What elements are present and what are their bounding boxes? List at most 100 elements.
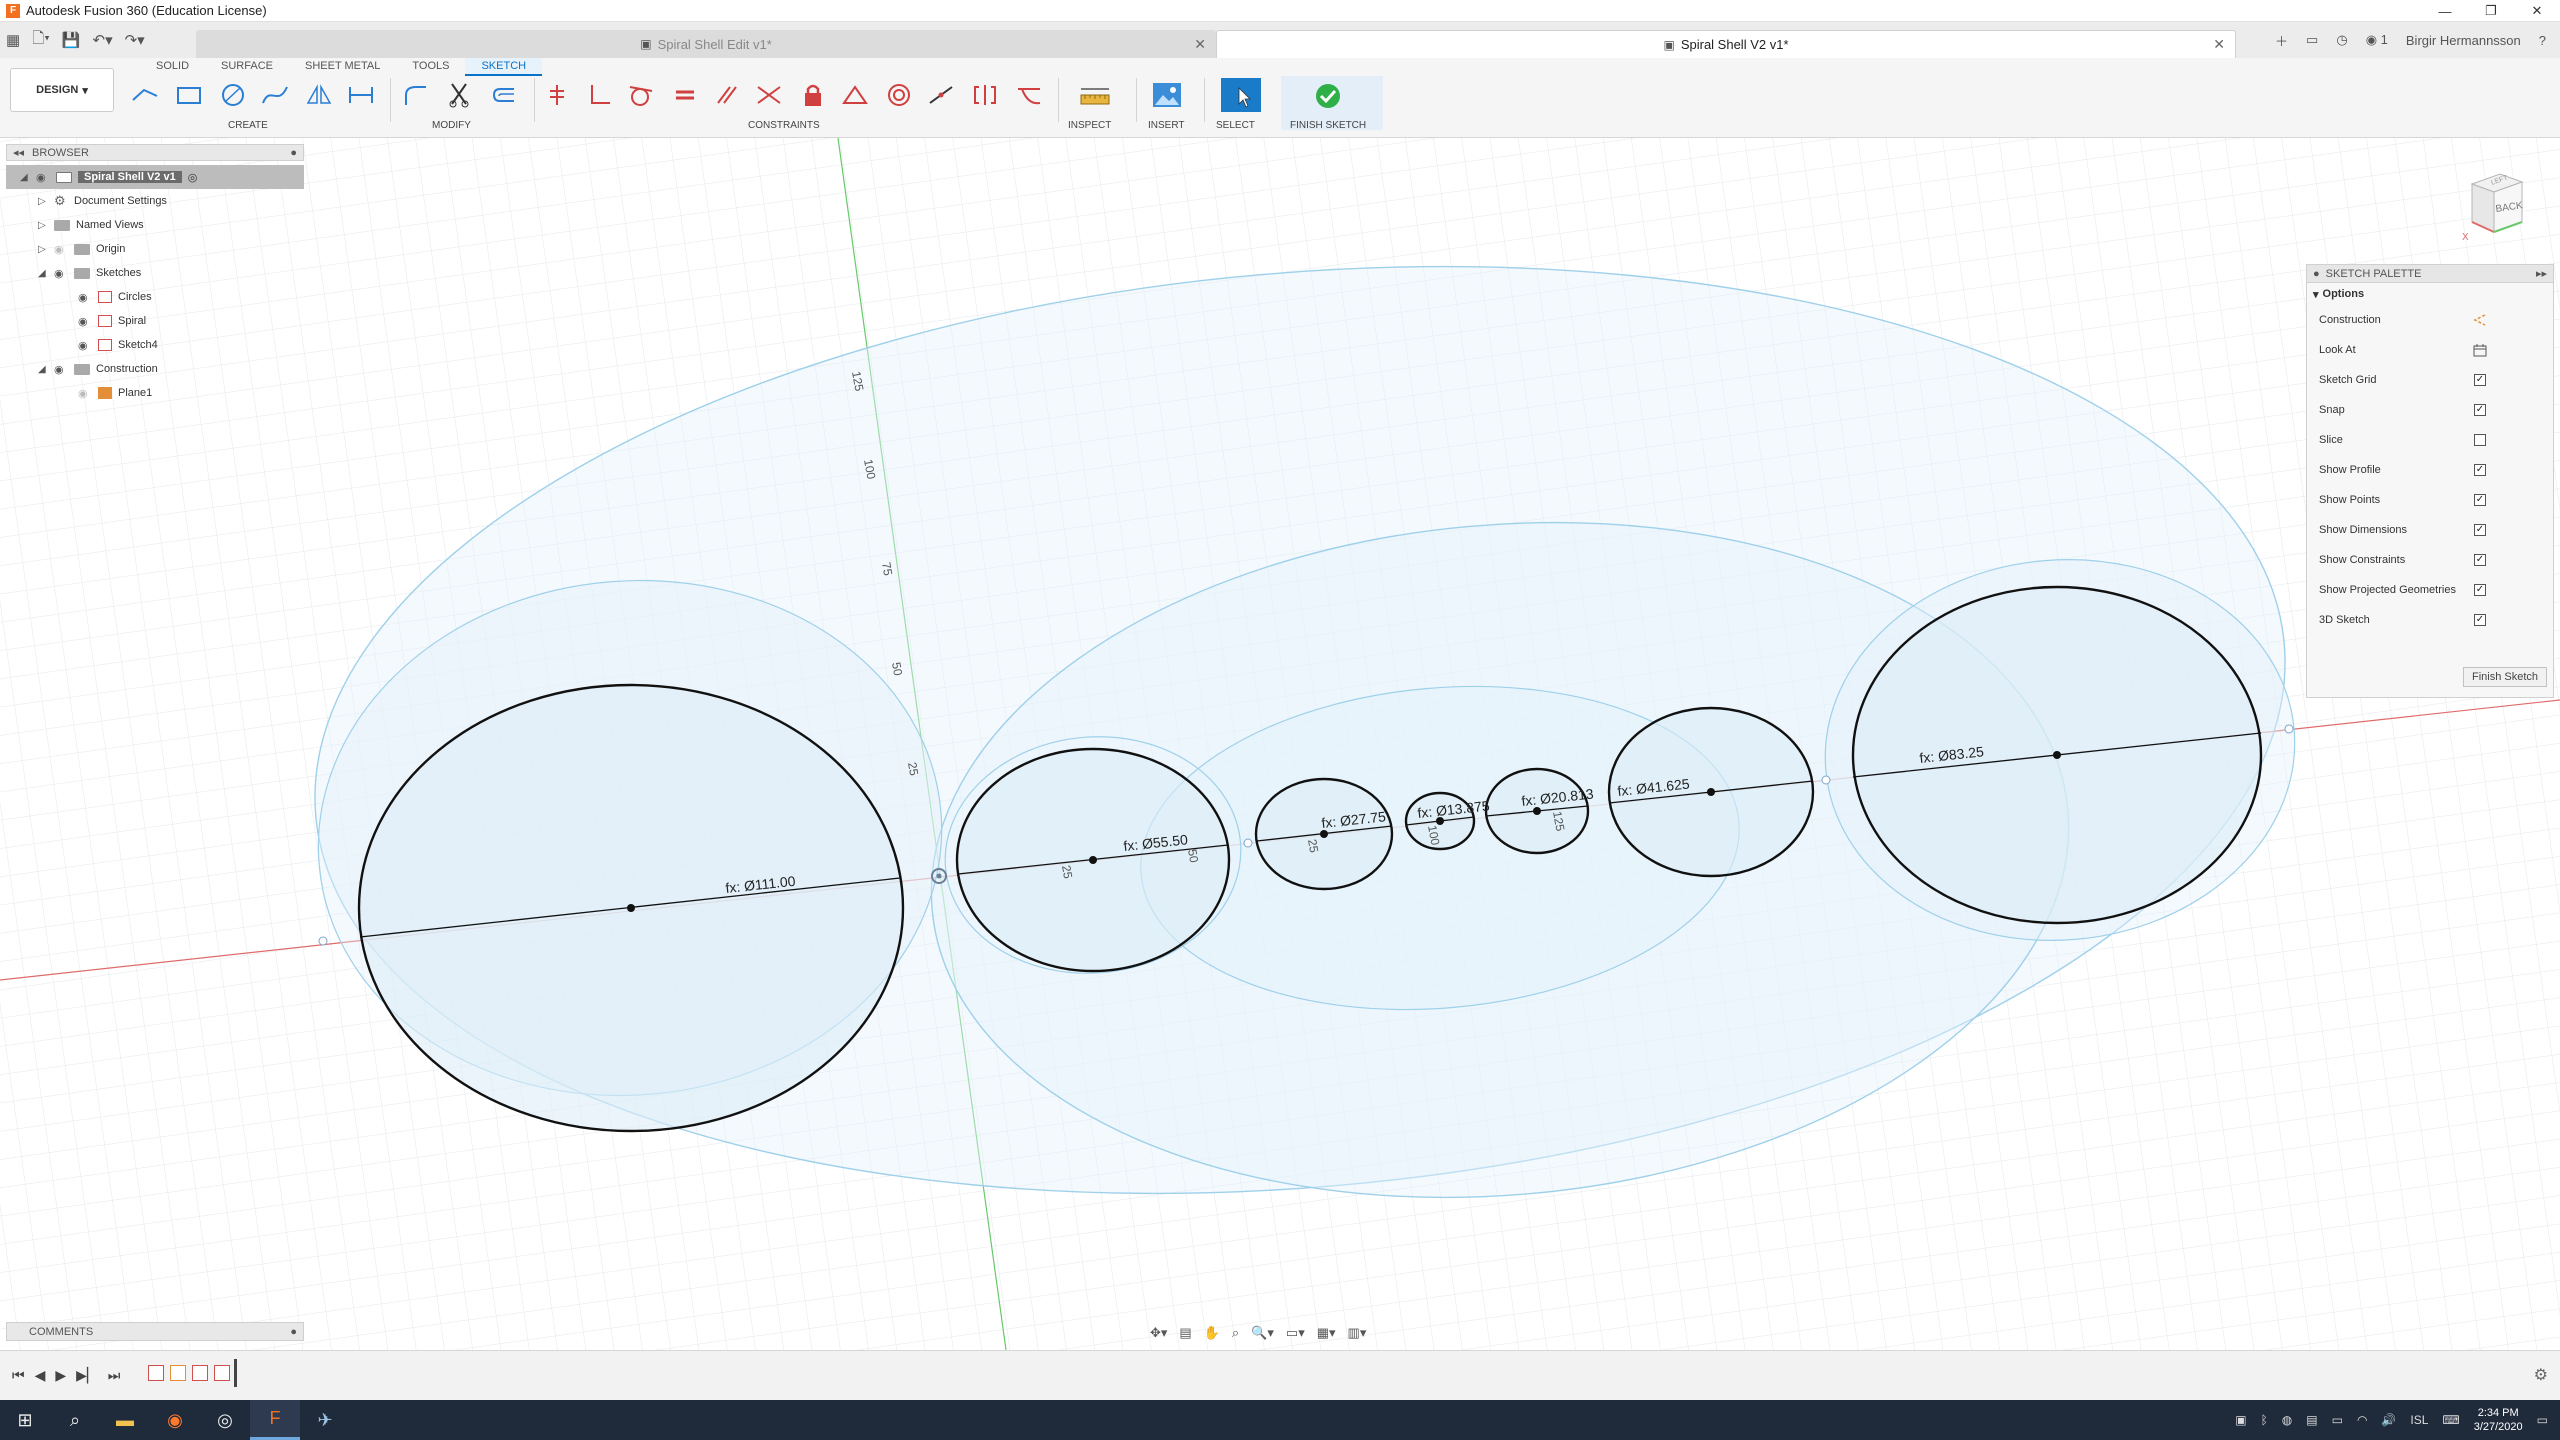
insert-image-icon[interactable] — [1150, 80, 1184, 110]
tab-solid[interactable]: SOLID — [156, 60, 190, 72]
clock[interactable]: 2:34 PM 3/27/2020 — [2474, 1406, 2523, 1434]
option-show-profile[interactable]: Show Profile ✓ — [2307, 455, 2553, 485]
tangent-point[interactable] — [2284, 724, 2294, 734]
fix-constraint-icon[interactable] — [796, 80, 830, 110]
new-tab-icon[interactable]: ＋ — [2275, 33, 2289, 49]
tab-surface[interactable]: SURFACE — [221, 60, 273, 72]
go-to-end-icon[interactable]: ⏭ — [107, 1367, 121, 1383]
look-at-icon[interactable] — [2473, 343, 2487, 357]
step-back-icon[interactable]: ◀ — [34, 1367, 46, 1383]
tray-app-icon[interactable]: ▣ — [2235, 1413, 2247, 1427]
show-points-checkbox[interactable]: ✓ — [2474, 494, 2486, 506]
offset-tool-icon[interactable] — [486, 80, 520, 110]
fillet-tool-icon[interactable] — [398, 80, 432, 110]
tab-sketch[interactable]: SKETCH — [465, 58, 543, 76]
tray-icon[interactable]: ▭ — [2331, 1413, 2343, 1427]
horizontal-vertical-constraint-icon[interactable] — [540, 80, 574, 110]
undo-icon[interactable]: ↶▾ — [92, 32, 113, 49]
pan-icon[interactable]: ✋ — [1203, 1325, 1220, 1340]
pin-icon[interactable]: ● — [290, 146, 297, 159]
network-icon[interactable]: ◠ — [2356, 1413, 2368, 1427]
collapse-panel-icon[interactable]: ◂◂ — [13, 147, 25, 159]
measure-tool-icon[interactable] — [1078, 80, 1112, 110]
tab-close-icon[interactable]: ✕ — [2213, 36, 2225, 52]
visibility-eye-icon[interactable]: ◉ — [54, 267, 64, 280]
browser-item-document-settings[interactable]: ▷ ⚙ Document Settings — [6, 189, 304, 213]
sketch-canvas[interactable]: fx: Ø111.00 fx: Ø55.50 fx: Ø27.75 fx: Ø1… — [0, 138, 2560, 1350]
center-points[interactable] — [627, 751, 2061, 912]
dimension-label[interactable]: fx: Ø83.25 — [1919, 743, 1985, 766]
browser-item-spiral[interactable]: ◉ Spiral — [6, 309, 304, 333]
orbit-icon[interactable]: ✥▾ — [1150, 1325, 1168, 1340]
mirror-tool-icon[interactable] — [302, 80, 336, 110]
browser-root[interactable]: ◢ ◉ Spiral Shell V2 v1 ◎ — [6, 165, 304, 189]
symmetry-constraint-icon[interactable] — [968, 80, 1002, 110]
equal-constraint-icon[interactable] — [668, 80, 702, 110]
rectangle-tool-icon[interactable] — [172, 80, 206, 110]
activate-radio-icon[interactable]: ◎ — [187, 171, 198, 184]
finish-sketch-menu[interactable]: FINISH SKETCH — [1290, 120, 1367, 131]
3d-sketch-checkbox[interactable]: ✓ — [2474, 614, 2486, 626]
notifications-icon[interactable]: ◉ 1 — [2365, 32, 2388, 47]
save-icon[interactable]: 💾 — [61, 32, 81, 49]
viewcube[interactable]: BACK LEFT X — [2462, 166, 2528, 243]
viewports-icon[interactable]: ▥▾ — [1347, 1325, 1367, 1340]
construction-ellipse-c2[interactable] — [935, 725, 1250, 986]
zoom-icon[interactable]: ⌕ — [1231, 1325, 1240, 1340]
dimension-label[interactable]: fx: Ø41.625 — [1617, 775, 1691, 799]
volume-icon[interactable]: 🔊 — [2381, 1413, 2397, 1427]
fit-icon[interactable]: 🔍▾ — [1251, 1325, 1274, 1340]
minimize-button[interactable]: — — [2438, 3, 2452, 19]
comments-panel[interactable]: COMMENTS ● — [6, 1322, 304, 1341]
close-button[interactable]: ✕ — [2531, 3, 2543, 18]
pin-icon[interactable]: ● — [290, 1325, 297, 1338]
construction-icon[interactable] — [2473, 313, 2487, 327]
search-icon[interactable]: ⌕ — [69, 1409, 81, 1430]
workspace-switcher[interactable]: DESIGN▾ — [10, 68, 114, 112]
option-3d-sketch[interactable]: 3D Sketch ✓ — [2307, 605, 2553, 635]
tray-chrome-icon[interactable]: ◍ — [2281, 1413, 2293, 1427]
insert-menu[interactable]: INSERT — [1148, 120, 1185, 131]
look-at-nav-icon[interactable]: ▤ — [1179, 1325, 1192, 1340]
timeline-plane-item[interactable] — [170, 1365, 186, 1381]
option-snap[interactable]: Snap ✓ — [2307, 395, 2553, 425]
select-tool[interactable] — [1219, 76, 1263, 112]
timeline-sketch-item[interactable] — [214, 1365, 230, 1381]
select-menu[interactable]: SELECT — [1216, 120, 1255, 131]
user-name[interactable]: Birgir Hermannsson — [2405, 32, 2521, 48]
modify-menu[interactable]: MODIFY — [432, 120, 471, 131]
language-indicator[interactable]: ISL — [2410, 1413, 2429, 1427]
expand-triangle-icon[interactable]: ▷ — [38, 195, 46, 207]
browser-item-named-views[interactable]: ▷ Named Views — [6, 213, 304, 237]
perpendicular-constraint-icon[interactable] — [582, 80, 616, 110]
display-settings-icon[interactable]: ▭▾ — [1285, 1325, 1305, 1340]
expand-triangle-icon[interactable]: ◢ — [38, 267, 46, 279]
collinear-constraint-icon[interactable] — [924, 80, 958, 110]
redo-icon[interactable]: ↷▾ — [124, 32, 145, 49]
viewcube-face-label[interactable]: BACK — [2495, 200, 2524, 215]
slice-checkbox[interactable] — [2474, 434, 2486, 446]
sketch-palette-header[interactable]: ● SKETCH PALETTE ▸▸ — [2307, 265, 2553, 283]
tangent-constraint-icon[interactable] — [624, 80, 658, 110]
keyboard-icon[interactable]: ⌨ — [2442, 1413, 2460, 1427]
palette-pin-icon[interactable]: ● — [2313, 267, 2320, 280]
browser-header[interactable]: ◂◂ BROWSER ● — [6, 144, 304, 161]
option-show-points[interactable]: Show Points ✓ — [2307, 485, 2553, 515]
maximize-button[interactable]: ❐ — [2485, 3, 2497, 18]
history-icon[interactable]: ◷ — [2336, 32, 2348, 47]
visibility-eye-icon[interactable]: ◉ — [78, 315, 88, 328]
tangent-point[interactable] — [1821, 775, 1831, 785]
options-section-header[interactable]: ▾ Options — [2307, 283, 2553, 305]
timeline-sketch-item[interactable] — [192, 1365, 208, 1381]
coincident-constraint-icon[interactable] — [752, 80, 786, 110]
visibility-eye-icon[interactable]: ◉ — [54, 363, 64, 376]
data-panel-icon[interactable]: ▦ — [6, 32, 21, 49]
browser-item-sketches[interactable]: ◢ ◉ Sketches — [6, 261, 304, 285]
app-taskbar-icon[interactable]: ✈ — [317, 1409, 333, 1430]
expand-triangle-icon[interactable]: ▷ — [38, 219, 46, 231]
tangent-point[interactable] — [1243, 838, 1253, 848]
visibility-eye-icon[interactable]: ◉ — [78, 387, 88, 400]
dimension-label[interactable]: fx: Ø20.813 — [1521, 785, 1595, 809]
option-sketch-grid[interactable]: Sketch Grid ✓ — [2307, 365, 2553, 395]
spline-tool-icon[interactable] — [258, 80, 292, 110]
